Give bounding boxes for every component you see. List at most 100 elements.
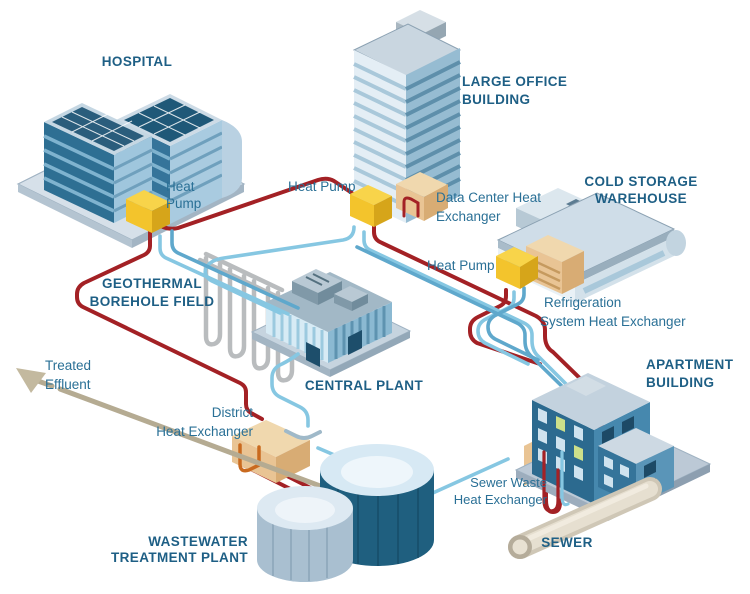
cool-pipe-office-sweep (203, 225, 356, 315)
refrigeration-hx-top (526, 235, 584, 262)
office-face-left (354, 50, 406, 223)
sewer-coil-hot (542, 450, 560, 513)
label-refrigeration-hx-2: System Heat Exchanger (540, 314, 686, 329)
data-center-hx-top (396, 172, 448, 197)
hospital-solar-roof (52, 107, 144, 151)
hospital-building (16, 94, 246, 248)
hospital-solar-roof (124, 98, 214, 142)
refrigeration-hx-face (562, 251, 584, 294)
plant-roof-unit (334, 294, 352, 311)
sewer-tube-highlight (527, 483, 649, 541)
heat-pump-face (520, 256, 538, 289)
plant-door (348, 330, 362, 355)
label-heat-pump-hospital-1: Heat (166, 179, 195, 194)
hospital-rounded-wing (222, 120, 242, 198)
hospital-tower-stripes (169, 131, 223, 203)
label-data-center-hx-2: Exchanger (436, 209, 501, 224)
label-heat-pump-hospital-2: Pump (166, 196, 201, 211)
label-geothermal-2: BOREHOLE FIELD (90, 294, 215, 309)
plant-roof (266, 272, 392, 332)
heat-pump-top (126, 190, 170, 211)
district-hx-hot-coil (238, 443, 261, 473)
plant-platform-edge (330, 331, 410, 377)
district-hx-cool-coil (284, 429, 322, 440)
warehouse-window-band (582, 250, 666, 294)
label-wastewater-2: TREATMENT PLANT (111, 550, 248, 565)
plant-roof-vents (305, 273, 330, 286)
plant-door (306, 342, 320, 367)
large-tank-top-inner (341, 456, 413, 488)
sewer-pipe (508, 450, 662, 559)
cool-pipe-cold-storage-branch (486, 286, 540, 362)
district-hx-top (232, 420, 310, 457)
label-refrigeration-hx-1: Refrigeration (544, 295, 621, 310)
office-floor-stripes (353, 62, 407, 208)
small-tank-seams (272, 516, 328, 581)
label-data-center-hx-1: Data Center Heat (436, 190, 541, 205)
label-sewer-waste-hx-1: Sewer Waste (470, 475, 547, 490)
label-wastewater-1: WASTEWATER (148, 534, 248, 549)
sewer-coil-cool (560, 450, 570, 507)
label-large-office-1: LARGE OFFICE (462, 74, 567, 89)
heat-pump-top (496, 247, 538, 267)
effluent-line-tip (35, 378, 55, 389)
heat-pump-face (152, 202, 170, 233)
label-treated-effluent-2: Effluent (45, 377, 91, 392)
borehole-u-tube (251, 278, 271, 371)
hot-pipe-cold-storage-branch (468, 288, 542, 366)
cool-pipe-plant-district-hx (270, 352, 310, 428)
label-apartment-1: APARTMENT (646, 357, 734, 372)
hospital-solar-grid (138, 104, 201, 136)
heat-pump-top (350, 185, 392, 205)
data-center-heat-exchanger (396, 172, 448, 221)
plant-roof-unit (352, 294, 368, 311)
central-plant-building (250, 269, 412, 377)
label-heat-pump-cold-storage: Heat Pump (427, 258, 495, 273)
label-hospital: HOSPITAL (102, 54, 172, 69)
label-large-office-2: BUILDING (462, 92, 530, 107)
hospital-tower-face (170, 120, 222, 224)
heat-pump-face (350, 194, 374, 227)
plant-platform-edge (252, 332, 330, 377)
cool-pipe-hospital-plant (170, 229, 300, 310)
apartment-wing-windows (604, 456, 629, 488)
borehole-u-tube (203, 255, 223, 347)
apartment-roof (532, 373, 650, 430)
apartment-roof-penthouse (566, 376, 606, 396)
heat-pump-cold-storage (496, 247, 538, 289)
plant-roof-unit (292, 269, 342, 293)
data-center-hx-coil (402, 196, 420, 218)
cool-pipe-cold-storage-branch (476, 290, 530, 366)
cool-pipe-hospital-plant (158, 234, 290, 316)
heat-pump-face (126, 199, 152, 233)
label-cold-storage-2: WAREHOUSE (595, 191, 687, 206)
label-district-hx-1: District (212, 405, 253, 420)
plant-roof-unit (292, 281, 318, 305)
cool-water-pipes-dark (170, 229, 576, 400)
heat-pump-office (350, 185, 392, 227)
office-penthouse-roof (396, 10, 446, 34)
effluent-arrowhead (16, 368, 46, 393)
label-heat-pump-office: Heat Pump (288, 179, 356, 194)
warehouse-roof-edge (575, 229, 674, 284)
hospital-tower-face (44, 122, 114, 223)
label-geothermal-1: GEOTHERMAL (102, 276, 202, 291)
warehouse-rounded-corner (666, 230, 686, 256)
label-apartment-2: BUILDING (646, 375, 714, 390)
small-tank-top-inner (275, 497, 335, 523)
heat-pump-face (496, 256, 520, 289)
data-center-hx-face (424, 184, 448, 221)
hospital-tower-stripes (43, 134, 115, 213)
label-treated-effluent-1: Treated (45, 358, 91, 373)
hospital-solar-grid (61, 111, 135, 147)
wastewater-treatment-tanks (257, 444, 434, 582)
hot-pipe-hospital-office (161, 176, 354, 231)
sewer-tube-core (518, 481, 658, 552)
heat-pump-hospital (126, 190, 170, 233)
regular-labels: Heat Pump Heat Pump Data Center Heat Exc… (45, 179, 686, 507)
hospital-platform-edge (18, 184, 132, 248)
plant-roof-unit (334, 286, 368, 302)
label-district-hx-2: Heat Exchanger (156, 424, 253, 439)
borehole-u-tube (227, 266, 247, 359)
